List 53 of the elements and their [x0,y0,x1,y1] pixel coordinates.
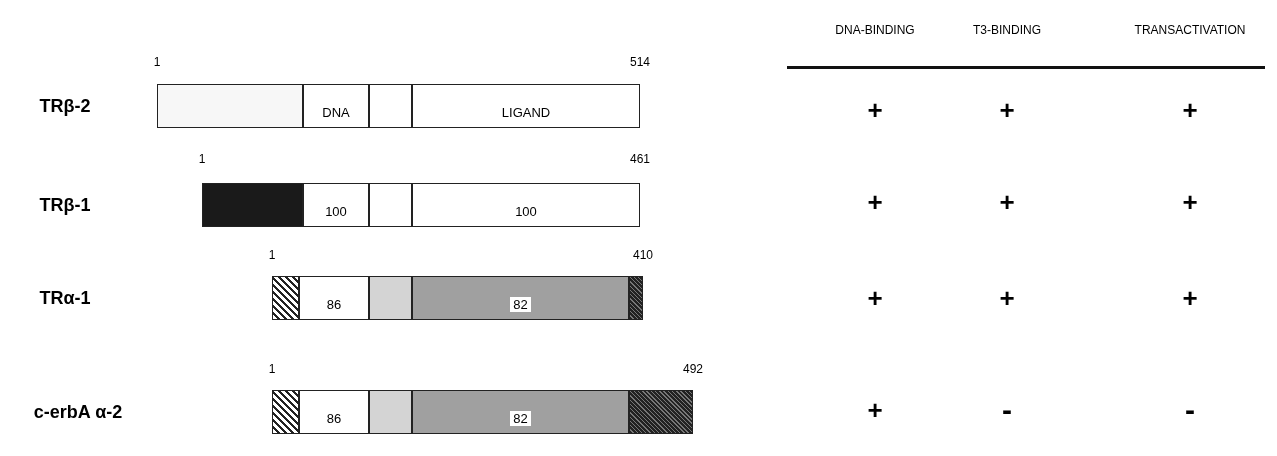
residue-number: 461 [630,152,650,166]
plus-sign: + [999,186,1015,218]
domain-segment [303,84,369,128]
residue-number: 492 [683,362,703,376]
segment-label: 86 [325,410,343,426]
protein-name: TRβ-1 [39,194,91,216]
segment-label: 86 [325,296,343,312]
column-header: DNA-BINDING [835,23,915,37]
segment-label: LIGAND [500,104,552,120]
domain-segment [412,183,640,227]
protein-name: TRβ-2 [39,95,91,117]
domain-segment [412,84,640,128]
domain-segment [303,183,369,227]
minus-sign: - [1185,393,1195,427]
residue-number: 1 [268,248,276,262]
domain-segment [369,183,412,227]
plus-sign: + [999,282,1015,314]
domain-segment [299,276,369,320]
protein-name: c-erbA α-2 [33,401,123,423]
domain-segment [299,390,369,434]
domain-segment [629,390,693,434]
domain-segment [369,390,412,434]
column-header: TRANSACTIVATION [1134,23,1246,37]
domain-segment [369,276,412,320]
segment-label: 82 [510,410,531,426]
domain-segment [202,183,303,227]
segment-label: 82 [510,296,531,312]
segment-label: DNA [321,104,351,120]
plus-sign: + [867,282,883,314]
domain-segment [272,276,299,320]
plus-sign: + [999,94,1015,126]
plus-sign: + [1182,94,1198,126]
domain-segment [412,390,629,434]
plus-sign: + [867,186,883,218]
domain-segment [157,84,303,128]
segment-label: 100 [514,203,538,219]
plus-sign: + [867,94,883,126]
segment-label: 100 [324,203,348,219]
domain-segment [629,276,643,320]
residue-number: 1 [153,55,161,69]
residue-number: 1 [198,152,206,166]
minus-sign: - [1002,393,1012,427]
plus-sign: + [1182,282,1198,314]
protein-name: TRα-1 [39,287,91,309]
domain-segment [272,390,299,434]
residue-number: 514 [630,55,650,69]
column-header: T3-BINDING [973,23,1041,37]
residue-number: 410 [633,248,653,262]
plus-sign: + [867,394,883,426]
residue-number: 1 [268,362,276,376]
domain-segment [369,84,412,128]
domain-segment [412,276,629,320]
plus-sign: + [1182,186,1198,218]
